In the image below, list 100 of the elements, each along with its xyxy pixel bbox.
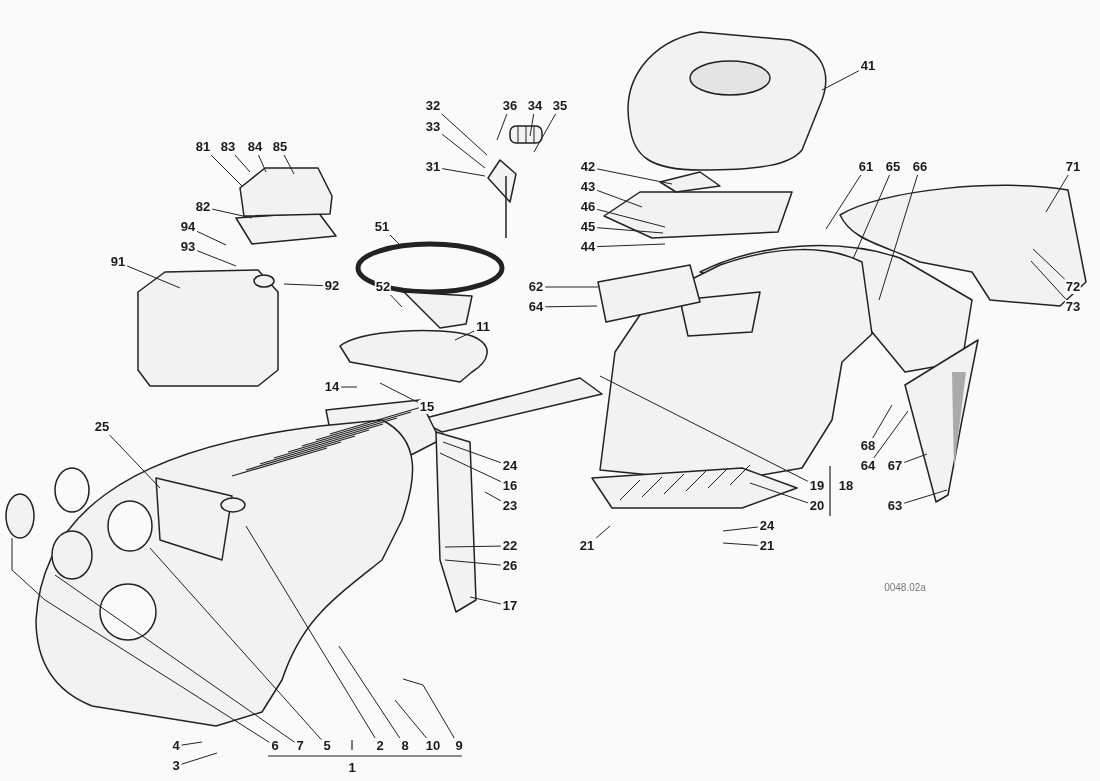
leader-line bbox=[873, 410, 909, 459]
callout-number: 25 bbox=[93, 420, 111, 434]
leader-line bbox=[852, 174, 890, 260]
leader-line bbox=[903, 453, 928, 463]
callout-number: 5 bbox=[322, 739, 332, 753]
leader-line bbox=[234, 154, 251, 173]
callout-number: 9 bbox=[454, 739, 464, 753]
leader-line bbox=[1030, 260, 1067, 300]
callout-number: 7 bbox=[295, 739, 305, 753]
callout-number: 17 bbox=[501, 599, 519, 613]
leader-line bbox=[11, 537, 270, 743]
leader-line bbox=[389, 234, 401, 246]
leader-line bbox=[595, 525, 611, 539]
callout-number: 34 bbox=[526, 99, 544, 113]
callout-number: 71 bbox=[1064, 160, 1082, 174]
leader-line bbox=[903, 489, 948, 504]
leader-line bbox=[825, 174, 862, 230]
callout-number: 45 bbox=[579, 220, 597, 234]
leader-line bbox=[441, 113, 488, 156]
leader-line bbox=[444, 545, 502, 548]
callout-number: 92 bbox=[323, 279, 341, 293]
callout-number: 94 bbox=[179, 220, 197, 234]
leader-line bbox=[394, 699, 427, 739]
leader-line bbox=[596, 243, 666, 248]
leader-line bbox=[469, 596, 502, 605]
callout-number: 23 bbox=[501, 499, 519, 513]
callout-number: 51 bbox=[373, 220, 391, 234]
callout-number: 46 bbox=[579, 200, 597, 214]
callout-number: 6 bbox=[270, 739, 280, 753]
leader-line bbox=[245, 525, 376, 739]
leader-line bbox=[379, 382, 419, 403]
callout-number: 73 bbox=[1064, 300, 1082, 314]
leader-line bbox=[441, 168, 486, 177]
leader-line bbox=[529, 113, 535, 137]
callout-number: 64 bbox=[859, 459, 877, 473]
callout-number: 84 bbox=[246, 140, 264, 154]
leader-line bbox=[722, 542, 759, 546]
callout-number: 36 bbox=[501, 99, 519, 113]
leader-line bbox=[283, 154, 295, 175]
callout-number: 62 bbox=[527, 280, 545, 294]
leader-line bbox=[749, 482, 809, 504]
callout-number: 32 bbox=[424, 99, 442, 113]
callout-number: 8 bbox=[400, 739, 410, 753]
leader-line bbox=[441, 133, 486, 169]
leader-line bbox=[283, 283, 324, 287]
leader-line bbox=[211, 208, 253, 219]
leader-line bbox=[496, 113, 508, 141]
callout-number: 35 bbox=[551, 99, 569, 113]
callout-number: 1 bbox=[347, 761, 357, 775]
leader-line bbox=[439, 452, 502, 483]
callout-number: 44 bbox=[579, 240, 597, 254]
callout-number: 16 bbox=[501, 479, 519, 493]
leader-line bbox=[126, 265, 181, 289]
callout-number: 61 bbox=[857, 160, 875, 174]
callout-number: 64 bbox=[527, 300, 545, 314]
callout-number: 52 bbox=[374, 280, 392, 294]
callout-number: 43 bbox=[579, 180, 597, 194]
callout-number: 21 bbox=[578, 539, 596, 553]
leader-line bbox=[484, 491, 502, 502]
callout-number: 41 bbox=[859, 59, 877, 73]
leader-line bbox=[1032, 248, 1066, 280]
leader-line bbox=[196, 250, 237, 267]
leader-line bbox=[258, 154, 267, 173]
callout-number: 82 bbox=[194, 200, 212, 214]
callout-number: 83 bbox=[219, 140, 237, 154]
callout-number: 66 bbox=[911, 160, 929, 174]
callout-number: 14 bbox=[323, 380, 341, 394]
leader-line bbox=[596, 168, 673, 185]
callout-number: 85 bbox=[271, 140, 289, 154]
leader-line bbox=[442, 441, 502, 464]
leader-line bbox=[444, 559, 502, 566]
leader-line bbox=[596, 189, 643, 208]
leader-line bbox=[338, 645, 401, 739]
callout-number: 93 bbox=[179, 240, 197, 254]
callout-number: 26 bbox=[501, 559, 519, 573]
callout-number: 33 bbox=[424, 120, 442, 134]
callout-number: 3 bbox=[171, 759, 181, 773]
leader-line bbox=[872, 404, 893, 439]
callout-number: 20 bbox=[808, 499, 826, 513]
leader-line bbox=[544, 305, 598, 308]
leader-line bbox=[596, 208, 666, 228]
callout-number: 21 bbox=[758, 539, 776, 553]
callout-number: 67 bbox=[886, 459, 904, 473]
leader-line bbox=[544, 286, 599, 288]
leader-line bbox=[390, 294, 403, 308]
leader-line bbox=[454, 330, 475, 341]
callout-number: 4 bbox=[171, 739, 181, 753]
leader-line bbox=[599, 375, 809, 482]
callout-number: 72 bbox=[1064, 280, 1082, 294]
leader-line bbox=[196, 230, 227, 246]
callout-number: 11 bbox=[475, 320, 491, 334]
leader-line bbox=[533, 113, 556, 153]
leader-line bbox=[878, 174, 918, 301]
leader-line bbox=[722, 526, 759, 532]
callout-number: 68 bbox=[859, 439, 877, 453]
callout-number: 63 bbox=[886, 499, 904, 513]
leader-line bbox=[149, 547, 322, 741]
callout-number: 65 bbox=[884, 160, 902, 174]
callout-number: 91 bbox=[109, 255, 127, 269]
callout-number: 24 bbox=[758, 519, 776, 533]
